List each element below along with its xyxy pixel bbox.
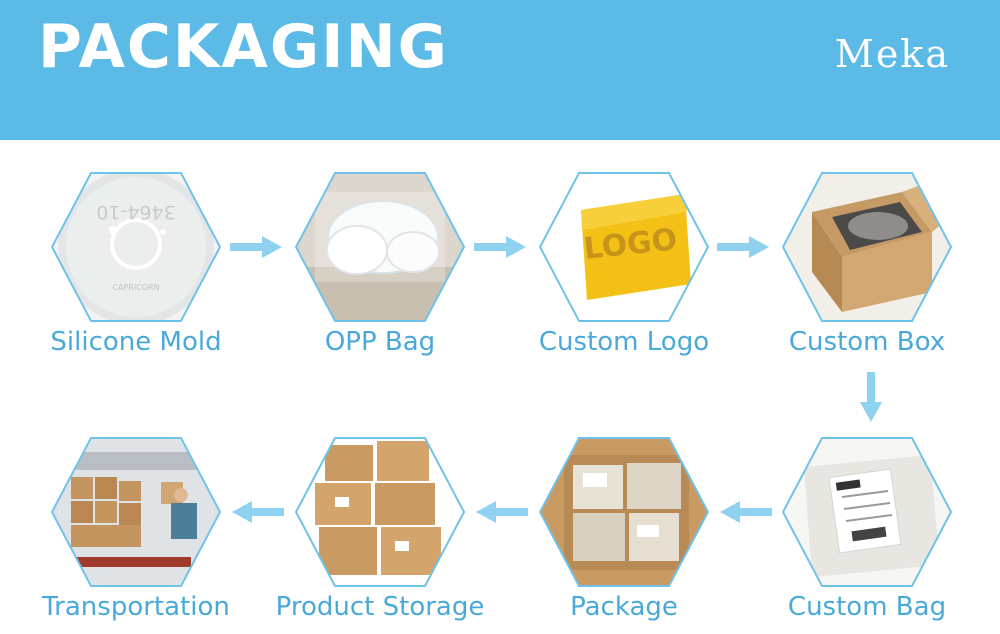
arrow-down-icon (860, 372, 882, 422)
custom-bag-image (782, 437, 952, 587)
svg-text:3464-10: 3464-10 (96, 201, 175, 223)
arrow-left-icon (232, 501, 284, 523)
step-label: Product Storage (275, 592, 485, 622)
step-label: Package (570, 592, 678, 622)
opp-bag-image (295, 172, 465, 322)
step-label: Custom Logo (538, 327, 710, 357)
arrow-right-icon (230, 236, 282, 258)
header-banner: PACKAGING Meka (0, 0, 1000, 140)
step-label: Silicone Mold (50, 327, 222, 357)
arrow-left-icon (476, 501, 528, 523)
step-label: Custom Bag (787, 592, 947, 622)
package-image (539, 437, 709, 587)
custom-logo-image: LOGO (539, 172, 709, 322)
transportation-image (51, 437, 221, 587)
arrow-right-icon (474, 236, 526, 258)
arrow-right-icon (717, 236, 769, 258)
product-storage-image (295, 437, 465, 587)
step-label: OPP Bag (324, 327, 436, 357)
page-title: PACKAGING (38, 12, 449, 82)
silicone-mold-image: 3464-10 CAPRICORN (51, 172, 221, 322)
brand-name: Meka (834, 32, 950, 76)
step-label: Custom Box (788, 327, 946, 357)
custom-box-image (782, 172, 952, 322)
svg-text:CAPRICORN: CAPRICORN (112, 283, 159, 292)
step-label: Transportation (42, 592, 230, 622)
arrow-left-icon (720, 501, 772, 523)
